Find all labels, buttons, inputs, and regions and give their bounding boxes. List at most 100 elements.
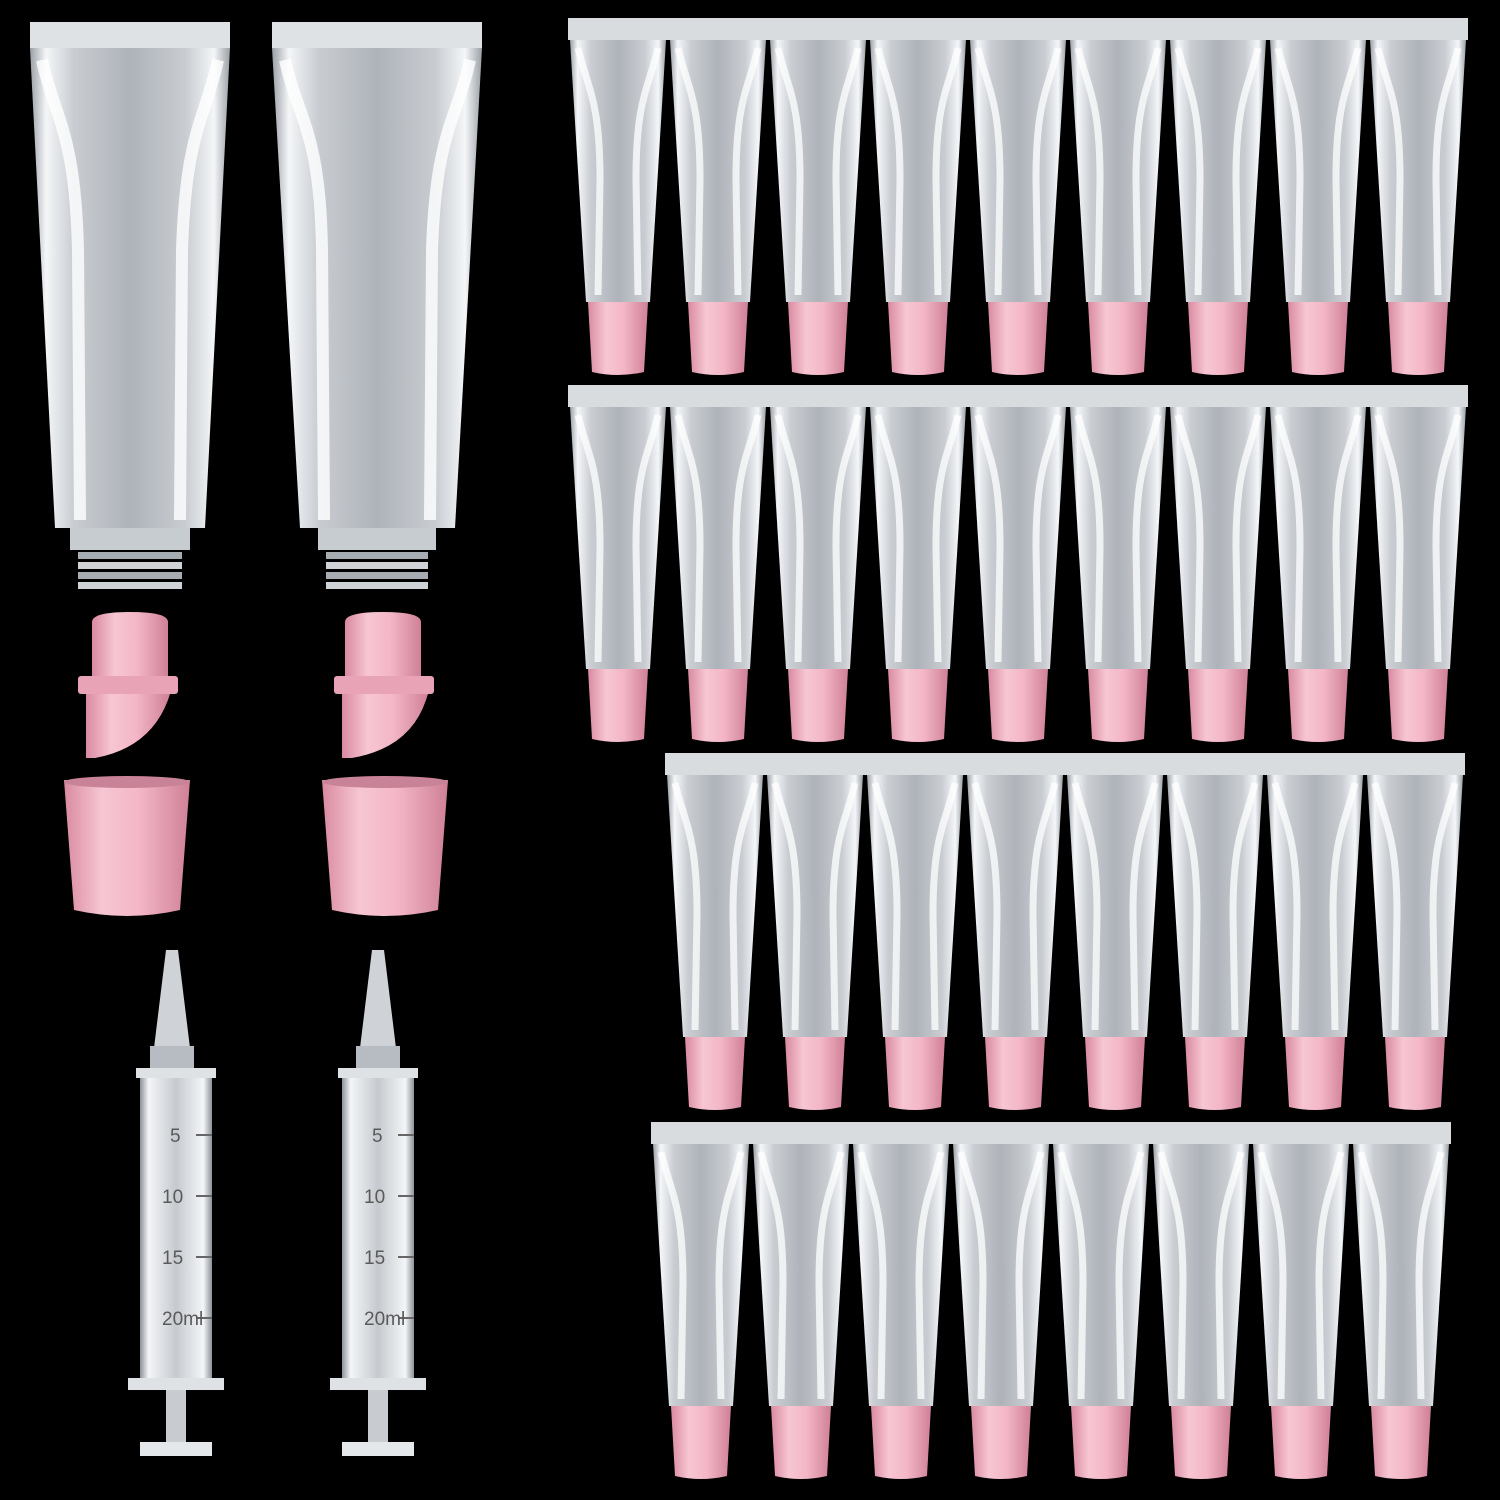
syringe-1: 5 10 15 20ml — [128, 950, 224, 1456]
small-tube — [970, 407, 1066, 742]
small-tube-highlight — [832, 414, 862, 663]
tube-row-4 — [651, 1122, 1451, 1479]
syringe-thumb-rest — [342, 1442, 414, 1456]
small-tube-highlight — [1174, 414, 1204, 663]
small-tube-highlight — [1315, 1151, 1345, 1400]
small-tube-highlight — [1215, 1151, 1245, 1400]
small-tube-highlight — [1057, 1151, 1087, 1400]
small-tube-highlight — [1332, 414, 1362, 663]
small-tube-highlight — [1257, 1151, 1287, 1400]
small-tube-highlight — [732, 47, 762, 296]
small-tube-highlight — [729, 782, 759, 1031]
small-tube-cap — [788, 302, 848, 375]
small-tube-cap — [588, 669, 648, 742]
small-tube-highlight — [757, 1151, 787, 1400]
small-tube-highlight — [857, 1151, 887, 1400]
small-tube-highlight — [632, 47, 662, 296]
tube-neck — [318, 528, 436, 550]
small-tube — [670, 40, 766, 375]
applicator-tip-2 — [334, 612, 434, 758]
small-tube-highlight — [574, 47, 604, 296]
small-tube — [1370, 407, 1466, 742]
small-tube-cap — [871, 1406, 931, 1479]
syringe-barrel — [342, 1078, 414, 1378]
small-tube — [1353, 1144, 1449, 1479]
small-tube-highlight — [1374, 47, 1404, 296]
cap-2 — [322, 776, 448, 916]
small-tube — [570, 40, 666, 375]
small-tube-highlight — [874, 414, 904, 663]
small-tube-highlight — [974, 47, 1004, 296]
small-tube — [767, 775, 863, 1110]
small-tube — [667, 775, 763, 1110]
syringe-thumb-rest — [140, 1442, 212, 1456]
small-tube-highlight — [1432, 47, 1462, 296]
tube-highlight — [279, 58, 330, 521]
small-tube-highlight — [1332, 47, 1362, 296]
tube-threads — [78, 552, 182, 589]
small-tube-cap — [1071, 1406, 1131, 1479]
small-tube — [1067, 775, 1163, 1110]
small-tube-highlight — [1129, 782, 1159, 1031]
small-tube — [770, 407, 866, 742]
small-tube-cap — [988, 302, 1048, 375]
small-tube-cap — [785, 1037, 845, 1110]
row-crimp-seal — [568, 385, 1468, 407]
small-tube-highlight — [1229, 782, 1259, 1031]
small-tube-cap — [1088, 669, 1148, 742]
small-tube-highlight — [1232, 414, 1262, 663]
small-tube-highlight — [1157, 1151, 1187, 1400]
small-tube-highlight — [632, 414, 662, 663]
small-tube-highlight — [1329, 782, 1359, 1031]
small-tube — [1170, 40, 1266, 375]
syringe-plunger — [368, 1390, 388, 1442]
small-tube — [1267, 775, 1363, 1110]
tube-threads — [326, 552, 428, 589]
cap-1 — [64, 776, 190, 916]
small-tube-highlight — [815, 1151, 845, 1400]
tube-crimp-seal — [272, 22, 482, 48]
syringe-flange — [330, 1378, 426, 1390]
syringe-flange — [136, 1068, 216, 1078]
cap-rim — [322, 776, 448, 788]
small-tube-cap — [1188, 669, 1248, 742]
row-crimp-seal — [651, 1122, 1451, 1144]
cap-rim — [64, 776, 190, 788]
small-tube-highlight — [574, 414, 604, 663]
small-tube-highlight — [1132, 47, 1162, 296]
small-tube-highlight — [871, 782, 901, 1031]
small-tube-highlight — [1371, 782, 1401, 1031]
small-tube — [653, 1144, 749, 1479]
small-tube-highlight — [771, 782, 801, 1031]
tube-row-2 — [568, 385, 1468, 742]
syringe-scale-label: 5 — [372, 1126, 383, 1147]
syringe-scale-label: 15 — [364, 1248, 385, 1269]
tube-neck — [70, 528, 190, 550]
tube-highlight — [36, 58, 86, 521]
small-tube — [1053, 1144, 1149, 1479]
tip-top — [92, 612, 168, 678]
small-tube-highlight — [1415, 1151, 1445, 1400]
small-tube-highlight — [1274, 414, 1304, 663]
small-tube — [970, 40, 1066, 375]
small-tube-cap — [888, 669, 948, 742]
small-tube-highlight — [774, 47, 804, 296]
tip-top — [345, 612, 421, 678]
small-tube-cap — [885, 1037, 945, 1110]
small-tube — [1370, 40, 1466, 375]
small-tube — [770, 40, 866, 375]
syringe-scale-label: 20ml — [162, 1309, 203, 1330]
tip-collar — [78, 676, 178, 694]
small-tube-cap — [688, 669, 748, 742]
small-tube-highlight — [1374, 414, 1404, 663]
small-tube-highlight — [671, 782, 701, 1031]
small-tube-highlight — [1432, 414, 1462, 663]
large-tube-1 — [30, 22, 230, 589]
syringe-scale-label: 10 — [364, 1187, 385, 1208]
small-tube-highlight — [929, 782, 959, 1031]
syringe-scale-label: 15 — [162, 1248, 183, 1269]
small-tube-cap — [588, 302, 648, 375]
large-tube-2 — [272, 22, 482, 589]
small-tube — [1170, 407, 1266, 742]
syringe-nozzle — [154, 950, 190, 1048]
